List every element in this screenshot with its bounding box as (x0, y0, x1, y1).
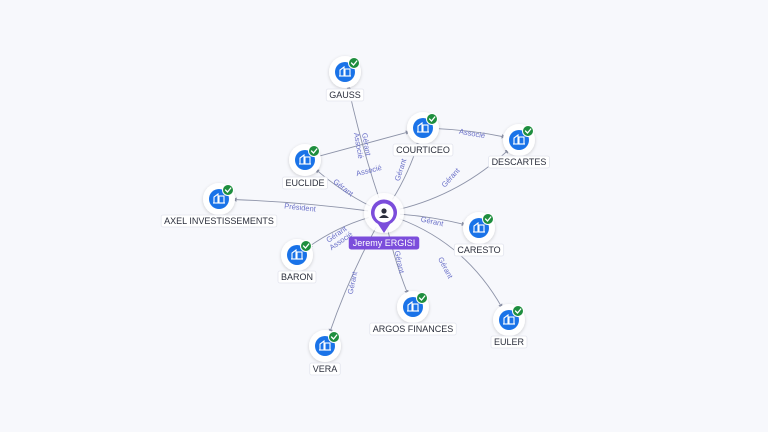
edge-center-baron (307, 217, 369, 248)
company-label-box (490, 335, 528, 349)
company-label-box (160, 214, 278, 228)
company-label-box (277, 270, 317, 284)
company-label-box (488, 155, 550, 169)
company-node-descartes[interactable] (503, 124, 535, 156)
verified-check-icon (300, 240, 312, 252)
edge-label: Gérant (393, 157, 409, 182)
company-name-label: AXEL INVESTISSEMENTS (164, 216, 274, 226)
company-name-label: CARESTO (457, 245, 500, 255)
company-label-box (453, 243, 505, 257)
person-label-box (348, 236, 420, 250)
verified-check-icon (482, 213, 494, 225)
company-node-axel[interactable] (203, 183, 235, 215)
edge-label: Gérant (420, 215, 445, 229)
building-icon (407, 300, 419, 312)
company-name-label: DESCARTES (492, 157, 547, 167)
edge-center-axel (232, 197, 369, 212)
company-node-courticeo[interactable] (407, 112, 439, 144)
edge-label: Gérant (393, 250, 407, 275)
company-label-box (325, 88, 365, 102)
building-icon (291, 248, 303, 260)
verified-check-icon (308, 145, 320, 157)
company-label-box (369, 322, 457, 336)
company-name-label: EULER (494, 337, 525, 347)
company-node-vera[interactable] (309, 330, 341, 362)
edge-center-argos (387, 228, 409, 295)
company-node-caresto[interactable] (463, 212, 495, 244)
company-label-box (309, 362, 341, 376)
edge-label: Gérant (346, 270, 360, 295)
verified-check-icon (522, 125, 534, 137)
verified-check-icon (512, 305, 524, 317)
company-name-label: COURTICEO (396, 145, 450, 155)
verified-check-icon (328, 331, 340, 343)
company-name-label: VERA (313, 364, 338, 374)
edge-label: Associé (352, 132, 365, 159)
company-node-argos[interactable] (397, 291, 429, 323)
verified-check-icon (222, 184, 234, 196)
company-name-label: BARON (281, 272, 313, 282)
company-node-euclide[interactable] (289, 144, 321, 176)
edge-label: Gérant (332, 177, 356, 199)
company-node-baron[interactable] (281, 239, 313, 271)
person-icon (379, 208, 389, 218)
building-icon (503, 313, 515, 325)
company-name-label: EUCLIDE (285, 178, 324, 188)
edge-courticeo-descartes (435, 128, 507, 139)
edge-euclide-courticeo (317, 130, 411, 158)
building-icon (339, 65, 351, 77)
company-node-euler[interactable] (493, 304, 525, 336)
company-name-label: ARGOS FINANCES (373, 324, 454, 334)
verified-check-icon (416, 292, 428, 304)
edge-label: Gérant (360, 132, 373, 157)
company-name-label: GAUSS (329, 90, 361, 100)
edge-label: Gérant (436, 256, 455, 281)
building-icon (473, 221, 485, 233)
company-label-box (282, 176, 328, 190)
company-node-gauss[interactable] (329, 56, 361, 88)
person-name-label: Jeremy ERGISI (353, 238, 416, 248)
company-label-box (392, 143, 454, 157)
edge-label: Associé (355, 163, 383, 178)
building-icon (319, 339, 331, 351)
person-node-center[interactable] (364, 193, 404, 233)
edge-center-caresto (399, 213, 467, 226)
building-icon (513, 133, 525, 145)
building-icon (213, 192, 225, 204)
edge-center-euclide (314, 168, 370, 207)
verified-check-icon (426, 113, 438, 125)
building-icon (299, 153, 311, 165)
edge-label: Président (284, 201, 317, 213)
building-icon (417, 121, 429, 133)
verified-check-icon (348, 57, 360, 69)
edge-label: Associé (458, 127, 485, 140)
